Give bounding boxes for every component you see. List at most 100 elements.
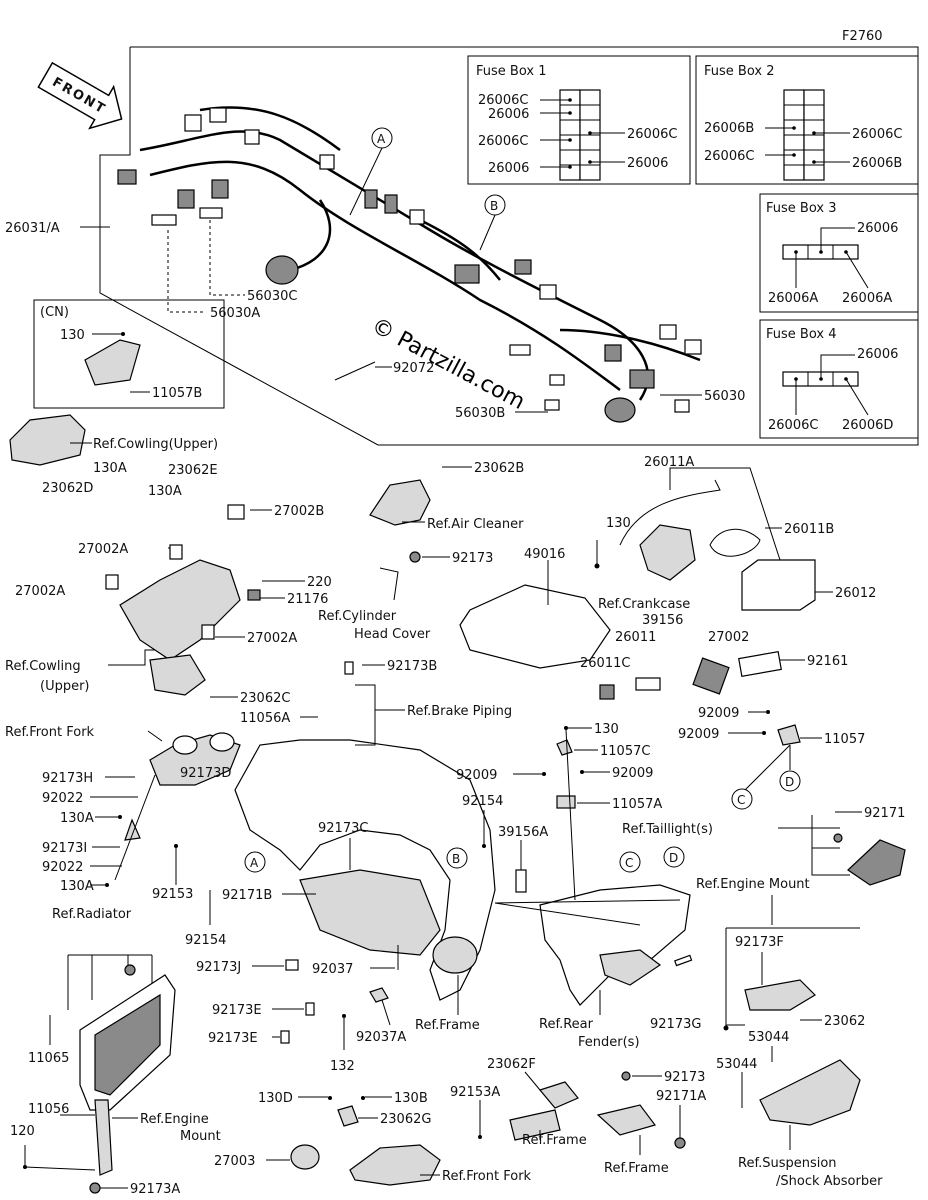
label-130B: 130B <box>394 1091 428 1106</box>
label-130-cn: 130 <box>60 328 85 343</box>
label-92009-2: 92009 <box>612 766 653 781</box>
label-92173A: 92173A <box>130 1182 180 1197</box>
label-130-battery: 130 <box>606 516 631 531</box>
leader-23062F <box>524 1071 541 1091</box>
bolt-130D <box>328 1096 332 1100</box>
cn-inset: (CN) 130 11057B <box>33 299 225 409</box>
clamp-92173B <box>344 661 354 675</box>
label-56030C: 56030C <box>247 289 297 304</box>
figure-id: F2760 <box>842 29 883 44</box>
label-220: 220 <box>307 575 332 590</box>
label-ref-frame-2: Ref.Frame <box>522 1133 587 1148</box>
cylinder-clip <box>379 567 399 601</box>
front-fork-lower <box>349 1144 441 1186</box>
bracket-frame-2 <box>509 1109 561 1141</box>
fork-tube-right <box>209 732 235 752</box>
callout-a-mid-label: A <box>250 856 259 870</box>
clamp-92173I <box>124 818 141 841</box>
bolt-92153A <box>478 1135 482 1139</box>
label-92173-2: 92173 <box>664 1070 705 1085</box>
fuse-box-3-title: Fuse Box 3 <box>766 201 836 216</box>
label-11057A: 11057A <box>612 797 662 812</box>
label-92154-1: 92154 <box>462 794 503 809</box>
bolt-130B <box>361 1096 365 1100</box>
fuse-box-3-label-2: 26006A <box>768 291 818 306</box>
rear-fender-bracket <box>599 949 662 986</box>
label-23062D: 23062D <box>42 481 93 496</box>
label-23062F: 23062F <box>487 1057 536 1072</box>
callout-b-top: B <box>479 194 506 251</box>
label-27003: 27003 <box>214 1154 255 1169</box>
label-11057B: 11057B <box>152 386 202 401</box>
bracket-11056 <box>94 1099 113 1176</box>
label-27002: 27002 <box>708 630 749 645</box>
label-11056: 11056 <box>28 1102 69 1117</box>
leader-120-link <box>24 1166 96 1171</box>
label-shock-absorber: /Shock Absorber <box>776 1174 883 1189</box>
label-11065: 11065 <box>28 1051 69 1066</box>
fuse-box-4-label-1: 26006 <box>857 347 898 362</box>
bolt-92009-3 <box>766 710 770 714</box>
label-ref-engine-2: Ref.Engine <box>140 1112 209 1127</box>
fuse-box-4-title: Fuse Box 4 <box>766 327 836 342</box>
label-23062G: 23062G <box>380 1112 431 1127</box>
callout-c-mid: C <box>619 851 641 873</box>
label-27002B: 27002B <box>274 504 324 519</box>
leader-rear-fender-a <box>494 902 641 926</box>
label-11057: 11057 <box>824 732 865 747</box>
label-ref-suspension: Ref.Suspension <box>738 1156 837 1171</box>
clamp-92173G <box>674 954 693 967</box>
label-92037A: 92037A <box>356 1030 406 1045</box>
label-92161: 92161 <box>807 654 848 669</box>
crankcase-part <box>639 524 696 581</box>
bracket-frame-3 <box>596 1104 657 1136</box>
label-11056A: 11056A <box>240 711 290 726</box>
label-fenders: Fender(s) <box>578 1035 640 1050</box>
fuse-box-3: Fuse Box 3 26006 26006A 26006A <box>759 193 919 313</box>
clamp-92173E-2 <box>280 1030 290 1044</box>
label-92153A: 92153A <box>450 1085 500 1100</box>
label-26011B: 26011B <box>784 522 834 537</box>
fuse-box-1-label-4: 26006C <box>627 127 677 142</box>
label-92173E-2: 92173E <box>208 1031 258 1046</box>
label-49016: 49016 <box>524 547 565 562</box>
label-27002A-1: 27002A <box>78 542 128 557</box>
label-27002A-2: 27002A <box>15 584 65 599</box>
callout-c-right-label: C <box>737 793 745 807</box>
label-92171B: 92171B <box>222 888 272 903</box>
callout-a-label: A <box>377 132 386 146</box>
taillight-bracket-line <box>811 815 850 876</box>
frame-lower-mount <box>432 936 478 974</box>
connector-39156 <box>635 677 661 691</box>
fuse-box-2-label-1: 26006B <box>704 121 754 136</box>
label-56030B: 56030B <box>455 406 505 421</box>
label-26011A: 26011A <box>644 455 694 470</box>
bracket-92037A <box>369 987 389 1003</box>
label-130-center: 130 <box>594 722 619 737</box>
label-92009-3: 92009 <box>698 706 739 721</box>
taillight-part <box>847 839 906 886</box>
clamp-92173E-1 <box>305 1002 315 1016</box>
bolt-130A-3 <box>118 815 122 819</box>
label-23062E: 23062E <box>168 463 218 478</box>
label-27002A-3: 27002A <box>247 631 297 646</box>
label-39156: 39156 <box>642 613 683 628</box>
fuse-box-2-label-2: 26006C <box>852 127 902 142</box>
bolt-132 <box>342 1014 346 1018</box>
label-21176: 21176 <box>287 592 328 607</box>
center-column-line <box>565 729 576 901</box>
suspension-part <box>759 1059 861 1126</box>
label-39156A: 39156A <box>498 825 548 840</box>
fuse-box-1-label-3: 26006C <box>478 134 528 149</box>
battery-26012 <box>741 559 816 611</box>
leader-26011A <box>669 467 781 561</box>
callout-d-mid-label: D <box>669 851 678 865</box>
label-11057C: 11057C <box>600 744 650 759</box>
callout-b-label: B <box>490 199 498 213</box>
cable-26011A <box>619 479 721 546</box>
fuse-box-2-label-4: 26006B <box>852 156 902 171</box>
bracket-11057A <box>556 795 576 809</box>
fuse-box-2-title: Fuse Box 2 <box>704 64 774 79</box>
label-92154-2: 92154 <box>185 933 226 948</box>
